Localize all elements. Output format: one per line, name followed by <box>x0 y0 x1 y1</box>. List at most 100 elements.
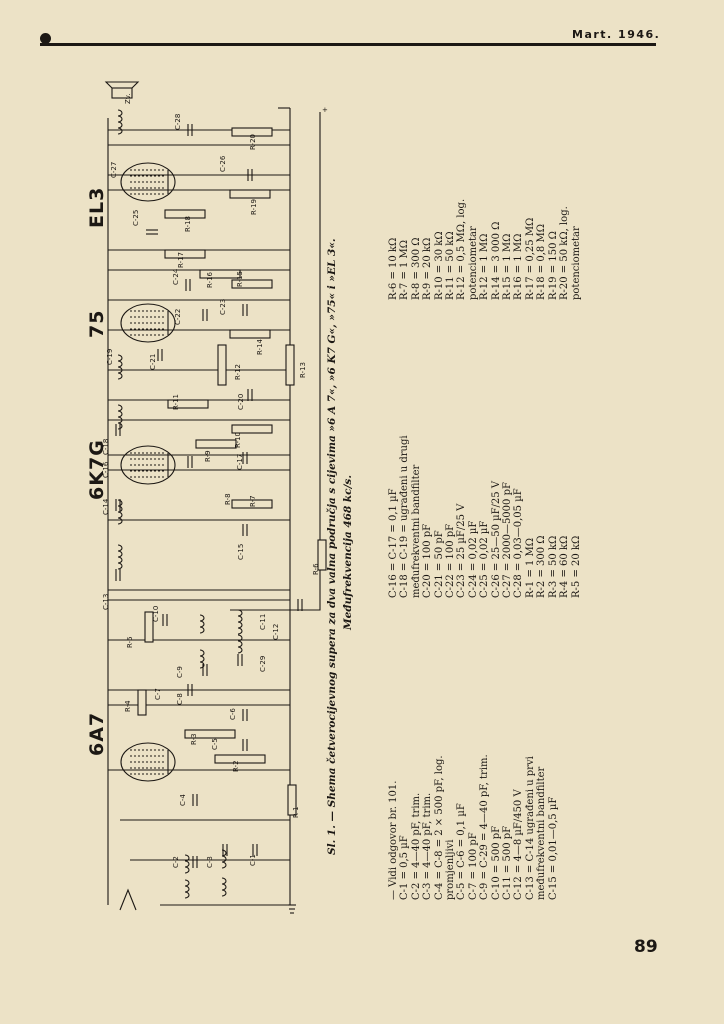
parts-list-item: C-10 = 500 pF <box>490 825 502 900</box>
parts-list-item: R-10 = 30 kΩ <box>433 231 445 300</box>
parts-list-item: R-18 = 0,8 MΩ <box>536 224 548 300</box>
coil-turn <box>117 109 123 117</box>
parts-list-item: C-9 = C-29 = 4—40 pF, trim. <box>479 754 491 900</box>
capacitor <box>202 664 208 676</box>
component-label: C-8 <box>176 693 184 705</box>
component-label: C-18 <box>102 439 110 455</box>
coil-turn <box>199 649 205 657</box>
coil-turn <box>221 861 227 869</box>
coil-turn <box>221 889 227 897</box>
parts-list-item: R-19 = 150 Ω <box>547 231 559 300</box>
resistor <box>231 499 273 509</box>
parts-list-item: R-8 = 300 Ω <box>410 237 422 300</box>
resistor <box>231 279 273 289</box>
parts-list-item: C-3 = 4—40 pF, trim. <box>422 792 434 900</box>
parts-list-item: promjenljivi <box>445 839 457 901</box>
capacitor <box>115 499 121 511</box>
component-label: C-13 <box>102 594 110 610</box>
parts-list-item: C-16 = C-17 = 0,1 µF <box>388 488 399 598</box>
component-label: R-20 <box>249 134 257 150</box>
coil-turn <box>117 127 123 135</box>
coil-turn <box>117 115 123 123</box>
capacitor <box>247 389 253 401</box>
resistor <box>164 249 206 259</box>
parts-list-item: C-18 = C-19 = ugrađeni u drugi <box>399 435 411 598</box>
component-label: R-11 <box>172 394 180 410</box>
figure-caption: Sl. 1. — Shema četverocijevnog supera za… <box>326 238 338 855</box>
parts-list-item: — Vidi odgovor br. 101. <box>388 780 399 900</box>
component-label: R-16 <box>206 271 214 288</box>
component-label: R-1 <box>292 806 300 818</box>
parts-list-item: C-27 = 2000—5000 pF <box>502 482 514 598</box>
coil-turn <box>184 866 190 874</box>
parts-list-item: R-9 = 20 kΩ <box>422 237 434 300</box>
component-label: R-2 <box>232 760 240 772</box>
figure-caption-if: Međufrekvencija 468 kc/s. <box>342 475 354 630</box>
tube-envelope <box>120 445 176 485</box>
capacitor <box>162 614 168 626</box>
component-label: R-3 <box>190 733 198 745</box>
parts-list-item: C-26 = 25—50 µF/25 V <box>490 480 502 598</box>
resistor <box>199 269 241 279</box>
capacitor <box>222 844 228 856</box>
coil-turn <box>117 422 123 430</box>
component-label: R-7 <box>249 495 257 507</box>
resistor <box>317 539 327 571</box>
coil-turn <box>237 621 243 629</box>
parts-list-item: C-15 = 0,01—0,5 µF <box>547 796 559 900</box>
output-transformer <box>117 109 123 135</box>
speaker-label: Zv. <box>124 93 132 104</box>
osc-coil <box>199 614 205 634</box>
osc-coil <box>237 634 243 654</box>
component-label: C-9 <box>176 666 184 678</box>
component-label: R-15 <box>236 271 244 287</box>
resistor <box>144 611 154 643</box>
parts-list-item: C-22 = 100 pF <box>445 523 457 598</box>
component-label: C-6 <box>229 708 237 720</box>
capacitor <box>242 709 248 721</box>
parts-list-item: C-12 = 4—8 µF/450 V <box>513 789 525 900</box>
tube-label-6a7: 6A7 <box>86 711 108 756</box>
capacitor <box>146 229 158 235</box>
coil-turn <box>117 121 123 129</box>
coil-turn <box>117 404 123 412</box>
capacitor <box>187 124 193 136</box>
component-label: R-9 <box>204 450 212 462</box>
parts-list-item: potenciometar <box>467 226 479 300</box>
parts-list-item: C-13 = C-14 ugrađeni u prvi <box>524 756 536 900</box>
parts-list-item: R-15 = 1 MΩ <box>502 233 514 300</box>
parts-list-item: R-11 = 50 kΩ <box>445 231 457 300</box>
page-number: 89 <box>634 937 658 957</box>
component-label: R-6 <box>312 563 320 575</box>
coil-turn <box>117 410 123 418</box>
resistor <box>285 344 295 386</box>
tube-el3 <box>120 162 176 202</box>
resistor <box>231 127 273 137</box>
parts-list-item: R-2 = 300 Ω <box>536 535 548 598</box>
component-label: C-23 <box>219 299 227 315</box>
capacitor <box>242 524 248 536</box>
resistor <box>195 439 237 449</box>
resistor <box>229 329 271 339</box>
component-label: C-26 <box>219 155 227 172</box>
component-label: C-27 <box>110 162 118 178</box>
resistor <box>217 344 227 386</box>
component-label: R-19 <box>250 199 258 215</box>
parts-list-item: R-14 = 3 000 Ω <box>490 221 502 300</box>
tube-label-el3: EL3 <box>86 186 108 228</box>
component-label: C-28 <box>174 114 182 130</box>
component-label: C-5 <box>211 738 219 750</box>
resistor <box>287 784 297 816</box>
coil-turn <box>117 556 123 564</box>
header-bullet <box>40 33 51 44</box>
osc-coil <box>237 609 243 635</box>
tube-envelope <box>120 303 176 343</box>
coil-turn <box>199 620 205 628</box>
coil-turn <box>184 879 190 887</box>
coil-turn <box>199 655 205 663</box>
component-label: C-17 <box>236 454 244 470</box>
component-label: R-14 <box>256 338 264 355</box>
parts-list-item: C-28 = 0,03—0,05 µF <box>513 488 525 598</box>
antenna-coil <box>184 879 190 899</box>
